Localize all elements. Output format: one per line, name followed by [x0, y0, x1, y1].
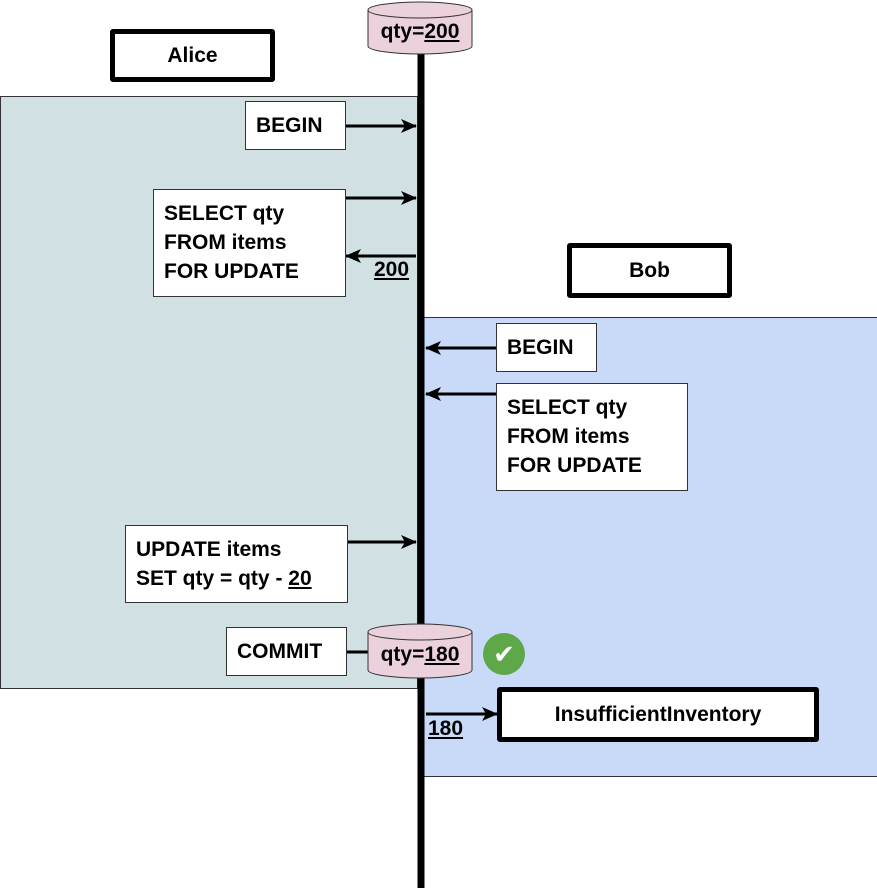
alice-update: UPDATE items SET qty = qty - 20 [125, 525, 348, 603]
bob-select-result: 180 [428, 717, 464, 740]
check-circle-icon: ✔ [483, 633, 525, 675]
alice-select-result: 200 [374, 258, 410, 281]
db-cylinder-start [367, 1, 473, 55]
db-cylinder-end [367, 623, 473, 679]
bob-begin: BEGIN [496, 323, 597, 372]
bob-select: SELECT qty FROM items FOR UPDATE [496, 383, 688, 491]
db-end-label: qty=180 [380, 643, 460, 666]
db-start-label: qty=200 [380, 20, 460, 43]
bob-title: Bob [567, 243, 732, 298]
alice-title: Alice [110, 29, 275, 82]
alice-commit: COMMIT [226, 627, 347, 676]
alice-begin: BEGIN [245, 101, 346, 150]
bob-error: InsufficientInventory [497, 687, 819, 742]
alice-select: SELECT qty FROM items FOR UPDATE [153, 189, 346, 297]
